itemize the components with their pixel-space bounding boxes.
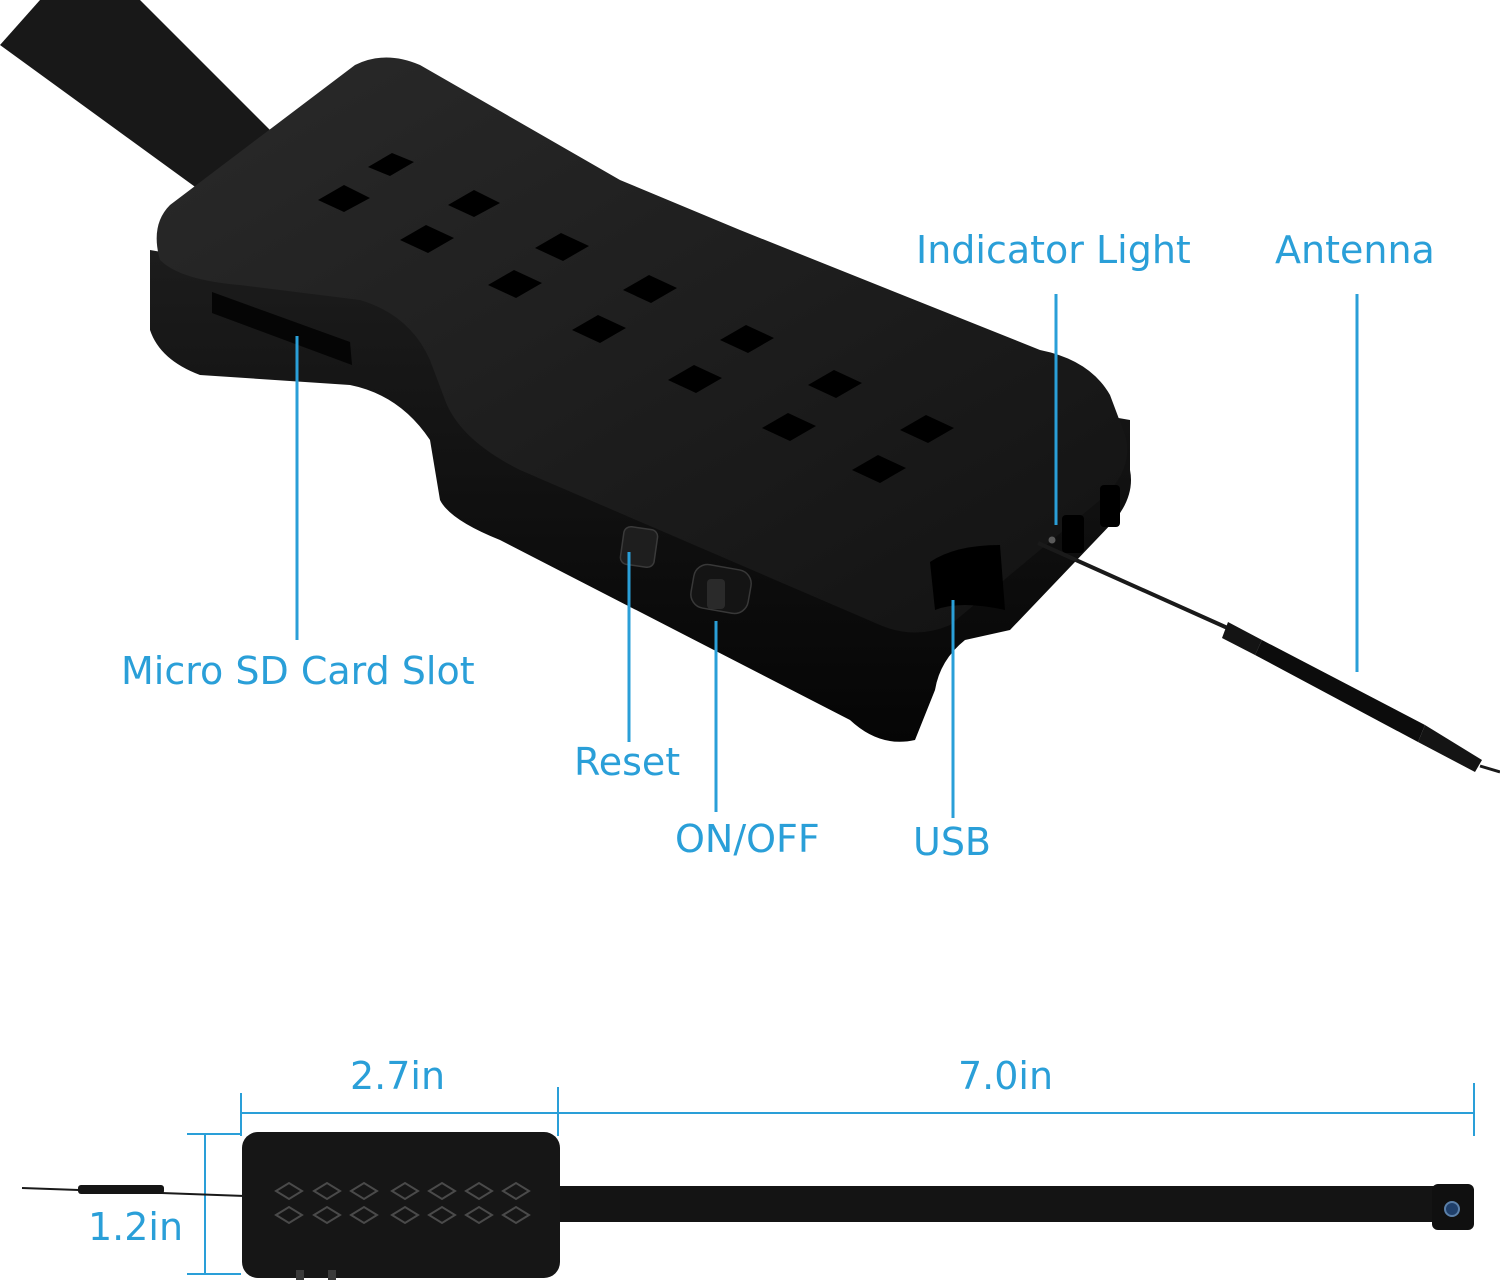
ribbon-cable <box>0 0 290 205</box>
power-switch <box>690 563 752 615</box>
cable-length-label: 7.0in <box>958 1054 1054 1098</box>
dimension-diagram <box>21 1083 1475 1280</box>
micro-sd-label: Micro SD Card Slot <box>121 649 475 693</box>
reset-button <box>619 525 659 569</box>
indicator-light-label: Indicator Light <box>916 228 1191 272</box>
camera-module <box>150 57 1131 742</box>
micro-sd-slot <box>212 292 352 365</box>
antenna-label: Antenna <box>1275 228 1435 272</box>
body-length-label: 2.7in <box>350 1054 446 1098</box>
antenna-wire <box>1037 541 1500 774</box>
body-width-label: 1.2in <box>88 1205 184 1249</box>
side-port <box>1062 515 1084 553</box>
reset-label: Reset <box>574 740 681 784</box>
usb-label: USB <box>913 820 992 864</box>
usb-port <box>930 545 1005 610</box>
callout-lines <box>295 294 1359 818</box>
on-off-label: ON/OFF <box>675 817 820 861</box>
indicator-led <box>1048 536 1056 544</box>
vent-holes <box>318 153 954 483</box>
side-port <box>1100 485 1120 527</box>
